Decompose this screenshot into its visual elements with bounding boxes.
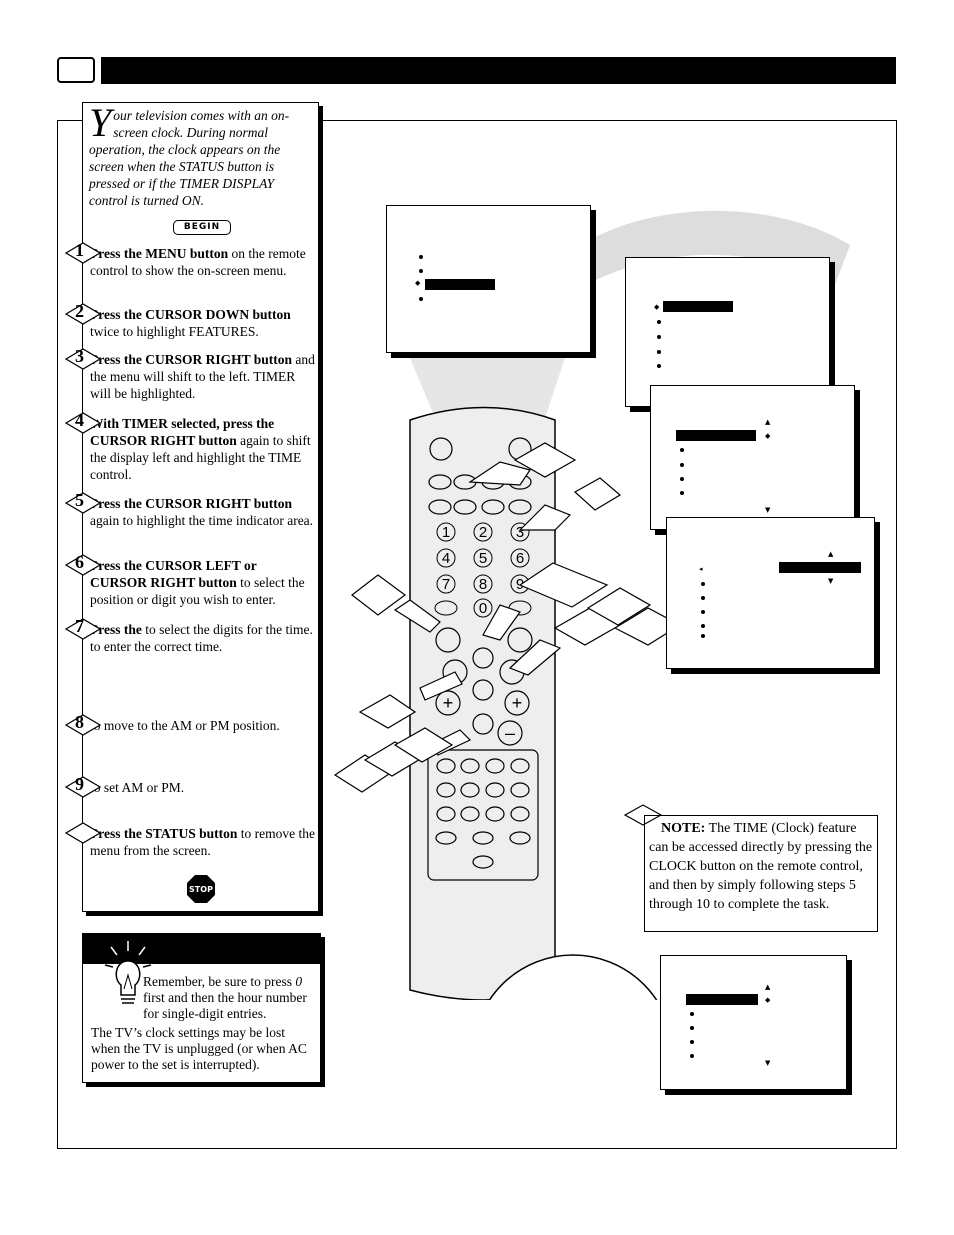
step-number-badge: 2 [64,302,102,325]
digit-6: 6 [516,550,524,567]
step-number-badge: 9 [64,775,102,798]
step-text: Press the CURSOR LEFT or CURSOR RIGHT bu… [90,558,305,607]
digit-8: 8 [479,576,487,593]
step-final: Press the STATUS button to remove the me… [64,822,316,859]
tip-text-single-digit: Remember, be sure to press 0 first and t… [143,974,307,1021]
step-number-badge: 8 [64,713,102,736]
step-text: Press the MENU button on the remote cont… [90,246,306,278]
swoosh-arrow-icon [535,210,850,300]
note-label: NOTE: [661,821,706,836]
remote-illustration: 1 2 3 4 5 6 7 8 9 0 + + – [333,210,850,1000]
step-text: With TIMER selected, press the CURSOR RI… [90,416,311,482]
tip-box: Remember, be sure to press 0 first and t… [82,933,321,1083]
digit-1: 1 [442,524,450,541]
remote-beam [410,358,565,418]
begin-badge: BEGIN [173,220,231,235]
tip-header-bar [83,934,320,964]
digit-0: 0 [479,600,487,617]
light-bulb-icon [104,941,152,1004]
step-text: to set AM or PM. [90,780,185,795]
digit-3: 3 [516,524,524,541]
step-text: Press the CURSOR DOWN button twice to hi… [90,307,291,339]
stop-label: STOP [189,885,213,894]
step-number-badge: 4 [64,411,102,434]
remote-keypad: 1 2 3 4 5 6 7 8 9 0 + + – [434,522,532,743]
onscreen-menu-features: ◆ [625,257,830,407]
plus-left: + [443,693,454,713]
drop-cap: Y [89,100,112,145]
step-number-badge [64,822,102,844]
step-text: Press the STATUS button to remove the me… [90,826,316,858]
minus: – [505,723,515,743]
onscreen-menu-main: ◆ [386,205,591,353]
onscreen-menu-timer: ▲ ◆ ▼ [650,385,855,530]
step-number-badge: 3 [64,347,102,370]
note-text: The TIME (Clock) feature can be accessed… [649,821,873,912]
page-number-box [57,57,95,83]
title-bar [101,57,896,84]
digit-7: 7 [442,576,450,593]
zoom-inset [488,954,658,1000]
step-text: Press the CURSOR RIGHT button and the me… [90,352,315,401]
step-text: Press the CURSOR RIGHT button again to h… [90,496,314,528]
step-text: Press the to select the digits for the t… [90,622,313,654]
step-text: to move to the AM or PM position. [90,718,280,733]
digit-4: 4 [442,550,450,567]
onscreen-menu-time: ▲ ◂ ▼ [666,517,875,669]
step-number-badge: 6 [64,553,102,576]
content-frame [57,120,897,1149]
step-number-badge: 7 [64,617,102,640]
digit-5: 5 [479,550,487,567]
pointing-hands [393,461,572,756]
callout-tiles [333,442,682,793]
stop-sign-icon: STOP [187,875,215,903]
note-box: NOTE: The TIME (Clock) feature can be ac… [644,815,878,932]
remote-control [409,406,556,1000]
intro-text: our television comes with an on-screen c… [89,108,290,208]
plus-right: + [512,693,523,713]
onscreen-menu-clock: ▲ ◆ ▼ [660,955,847,1090]
step-number-badge: 5 [64,491,102,514]
tip-text-power-loss: The TV’s clock settings may be lost when… [91,1025,307,1072]
digit-2: 2 [479,524,487,541]
step-number-badge: 1 [64,241,102,264]
